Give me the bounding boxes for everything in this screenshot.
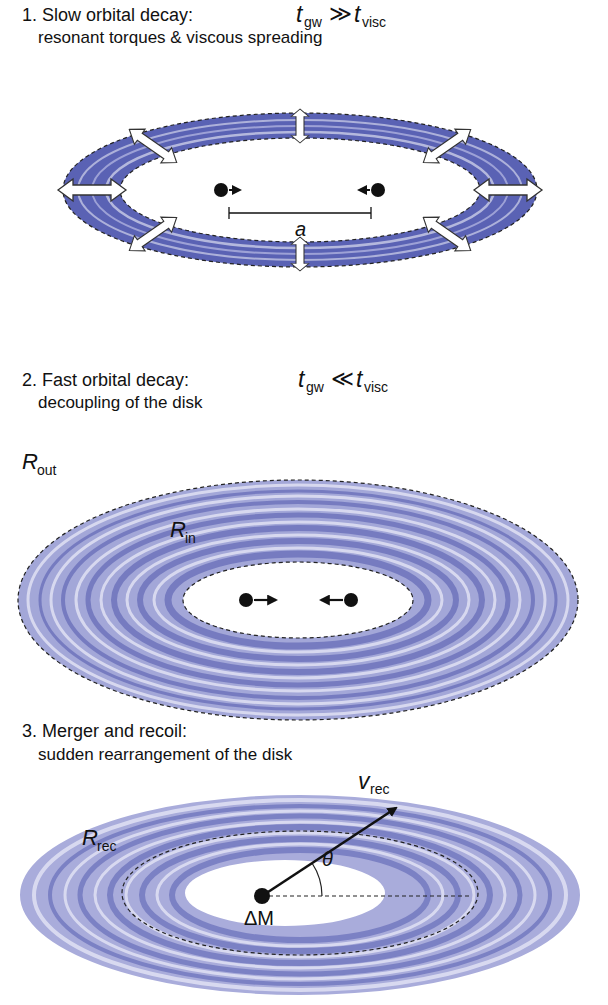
separation-bar: [229, 207, 371, 219]
angle-symbol: θ: [322, 849, 333, 869]
math-symbol: t: [298, 368, 304, 391]
math-symbol: t: [354, 3, 360, 26]
reference-line: [262, 895, 470, 896]
recoil-arrow: [262, 808, 396, 896]
panel-subheading: sudden rearrangement of the disk: [38, 746, 292, 763]
panel-heading: 2. Fast orbital decay:: [22, 371, 189, 389]
dimension-label: a: [295, 219, 306, 239]
gas-disk: [18, 480, 578, 720]
inner-boundary: [183, 562, 413, 638]
math-subscript: out: [37, 463, 56, 477]
radius-symbol: R: [22, 451, 38, 473]
motion-arrow: [254, 599, 276, 601]
math-subscript: in: [185, 531, 196, 545]
double-arrow: [418, 122, 476, 170]
math-subscript: rec: [370, 782, 389, 796]
motion-arrow: [321, 599, 343, 601]
radius-symbol: R: [170, 519, 186, 541]
radius-symbol: R: [82, 827, 98, 849]
math-subscript: visc: [364, 380, 388, 394]
angle-arc: [312, 863, 322, 896]
double-arrow: [124, 210, 182, 258]
motion-arrow: [359, 189, 370, 191]
panel-one-disk: [58, 109, 542, 271]
merged-black-hole: [254, 888, 270, 904]
panel-heading: 1. Slow orbital decay:: [22, 6, 193, 24]
math-relation: ≫: [329, 3, 352, 25]
black-hole: [239, 593, 253, 607]
disk-highlights: [28, 485, 568, 715]
disk-stripes: [40, 491, 556, 709]
double-arrow: [291, 237, 309, 271]
panel-subheading: decoupling of the disk: [38, 394, 202, 411]
double-arrow: [474, 179, 542, 201]
math-symbol: t: [356, 368, 362, 391]
panel-three-disk: [20, 795, 580, 995]
math-subscript: visc: [362, 15, 386, 29]
mass-label: ΔM: [244, 908, 274, 928]
panel-two-disk: [18, 480, 578, 720]
double-arrow: [418, 210, 476, 258]
black-hole: [214, 183, 228, 197]
panel-heading: 3. Merger and recoil:: [22, 722, 187, 740]
double-arrow: [124, 122, 182, 170]
disk-stripes: [50, 806, 550, 984]
velocity-symbol: v: [358, 770, 370, 793]
torque-arrows: [58, 109, 542, 271]
black-hole: [371, 183, 385, 197]
math-relation: ≪: [331, 368, 354, 390]
motion-arrow: [229, 189, 240, 191]
math-subscript: rec: [97, 839, 116, 853]
double-arrow: [58, 179, 126, 201]
double-arrow: [291, 109, 309, 143]
math-symbol: t: [296, 3, 302, 26]
gas-disk: [20, 795, 580, 995]
recoil-radius: [122, 831, 478, 955]
disk-highlights: [34, 800, 566, 990]
outer-boundary: [18, 480, 578, 720]
black-hole: [344, 593, 358, 607]
panel-subheading: resonant torques & viscous spreading: [38, 29, 322, 46]
math-subscript: gw: [304, 15, 322, 29]
math-subscript: gw: [306, 380, 324, 394]
